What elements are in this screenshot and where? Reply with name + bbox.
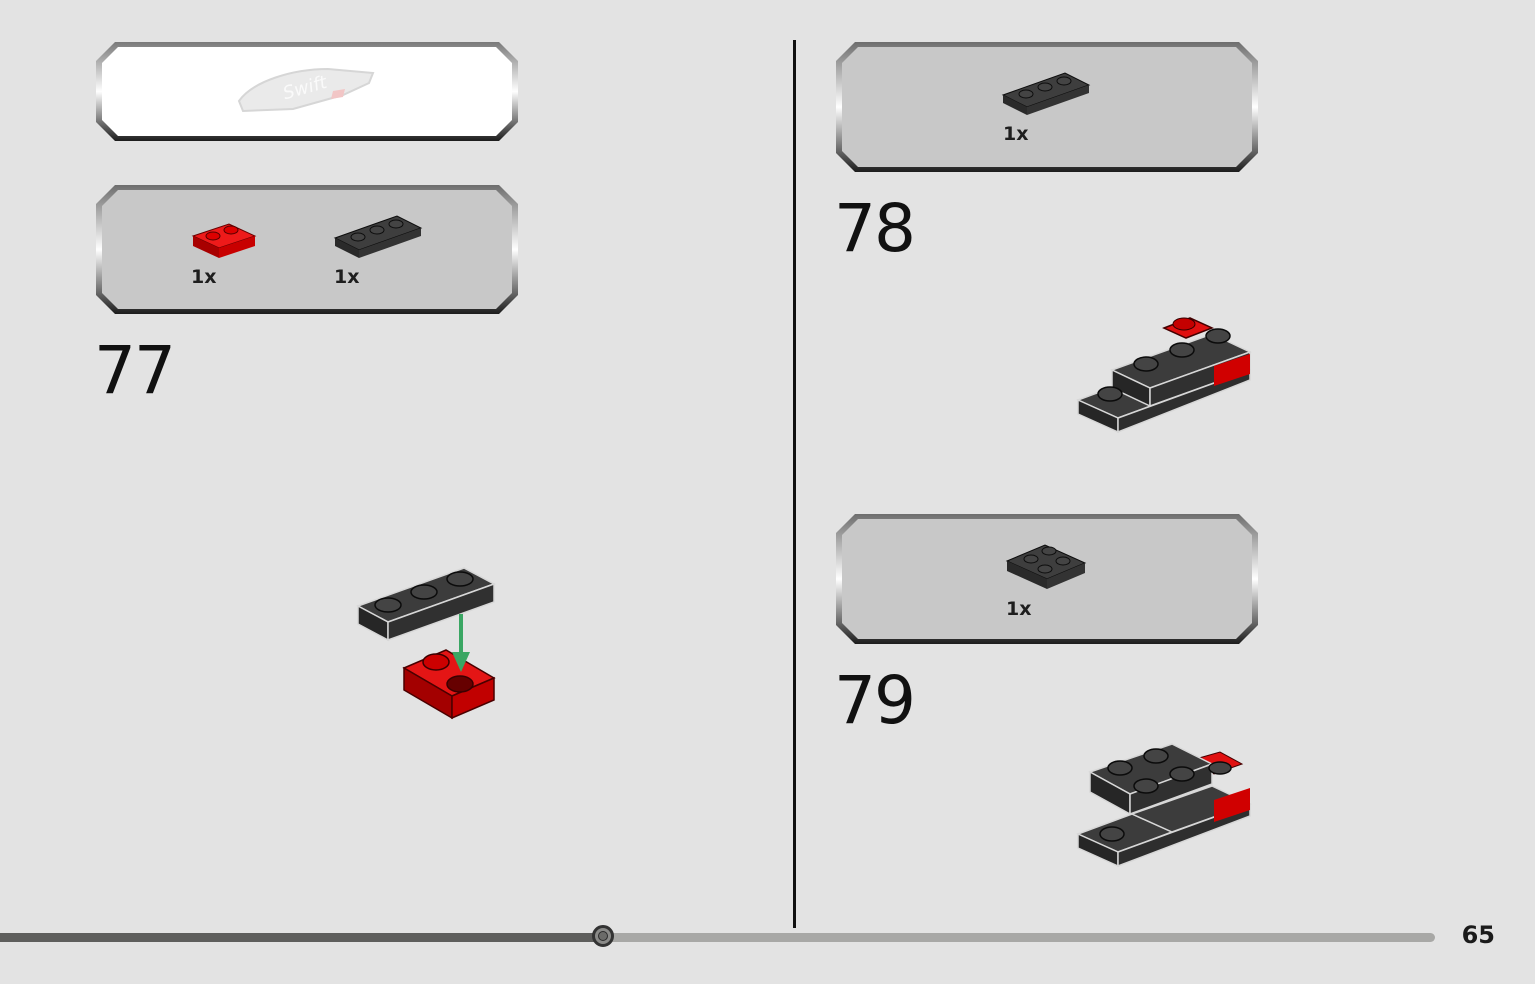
step-78-assembly-illustration xyxy=(1076,317,1252,434)
black-plate-1x3-icon xyxy=(1001,72,1091,115)
black-plate-1x3-icon xyxy=(333,215,423,258)
car-body-faded-icon: Swift xyxy=(237,67,375,113)
step-77-part-2-qty: 1x xyxy=(334,266,360,288)
step-79-assembly-illustration xyxy=(1076,743,1252,868)
step-77-assembly-illustration xyxy=(356,567,496,720)
step-79-parts-panel: 1x xyxy=(833,511,1261,647)
step-77-part-1-qty: 1x xyxy=(191,266,217,288)
black-plate-2x2-icon xyxy=(1005,544,1087,589)
step-78-part-1-qty: 1x xyxy=(1003,123,1029,145)
subassembly-callout: Swift xyxy=(93,39,521,144)
step-79-part-1-qty: 1x xyxy=(1006,598,1032,620)
red-plate-1x2-icon xyxy=(191,223,257,258)
step-77-number: 77 xyxy=(94,332,176,409)
step-78-parts-panel: 1x xyxy=(833,39,1261,175)
progress-handle[interactable] xyxy=(592,925,614,947)
step-78-number: 78 xyxy=(834,190,916,267)
progress-fill xyxy=(0,933,603,942)
progress-track[interactable] xyxy=(0,933,1435,942)
page-number: 65 xyxy=(1461,921,1495,949)
step-77-parts-panel: 1x 1x xyxy=(93,182,521,317)
page-divider xyxy=(793,40,796,928)
step-79-number: 79 xyxy=(834,662,916,739)
